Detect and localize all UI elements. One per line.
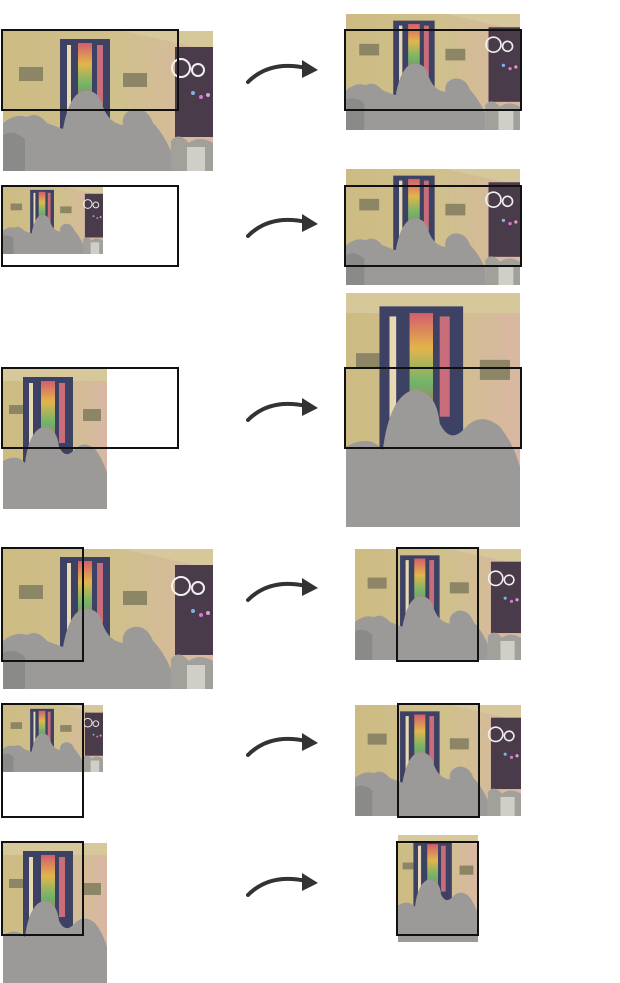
- result-frame-portrait: [397, 703, 480, 818]
- result-frame-landscape: [344, 367, 522, 449]
- result-frame-landscape: [344, 185, 522, 267]
- curved-arrow-right-icon: [246, 56, 320, 86]
- target-frame-portrait: [1, 841, 84, 936]
- target-frame-portrait: [1, 703, 84, 818]
- result-frame-portrait: [396, 547, 479, 662]
- result-frame-landscape: [344, 29, 522, 111]
- target-frame-landscape: [1, 185, 179, 267]
- target-frame-landscape: [1, 367, 179, 449]
- target-frame-portrait: [1, 547, 84, 662]
- curved-arrow-right-icon: [246, 210, 320, 240]
- curved-arrow-right-icon: [246, 394, 320, 424]
- curved-arrow-right-icon: [246, 574, 320, 604]
- result-frame-portrait: [396, 841, 479, 936]
- target-frame-landscape: [1, 29, 179, 111]
- curved-arrow-right-icon: [246, 869, 320, 899]
- curved-arrow-right-icon: [246, 729, 320, 759]
